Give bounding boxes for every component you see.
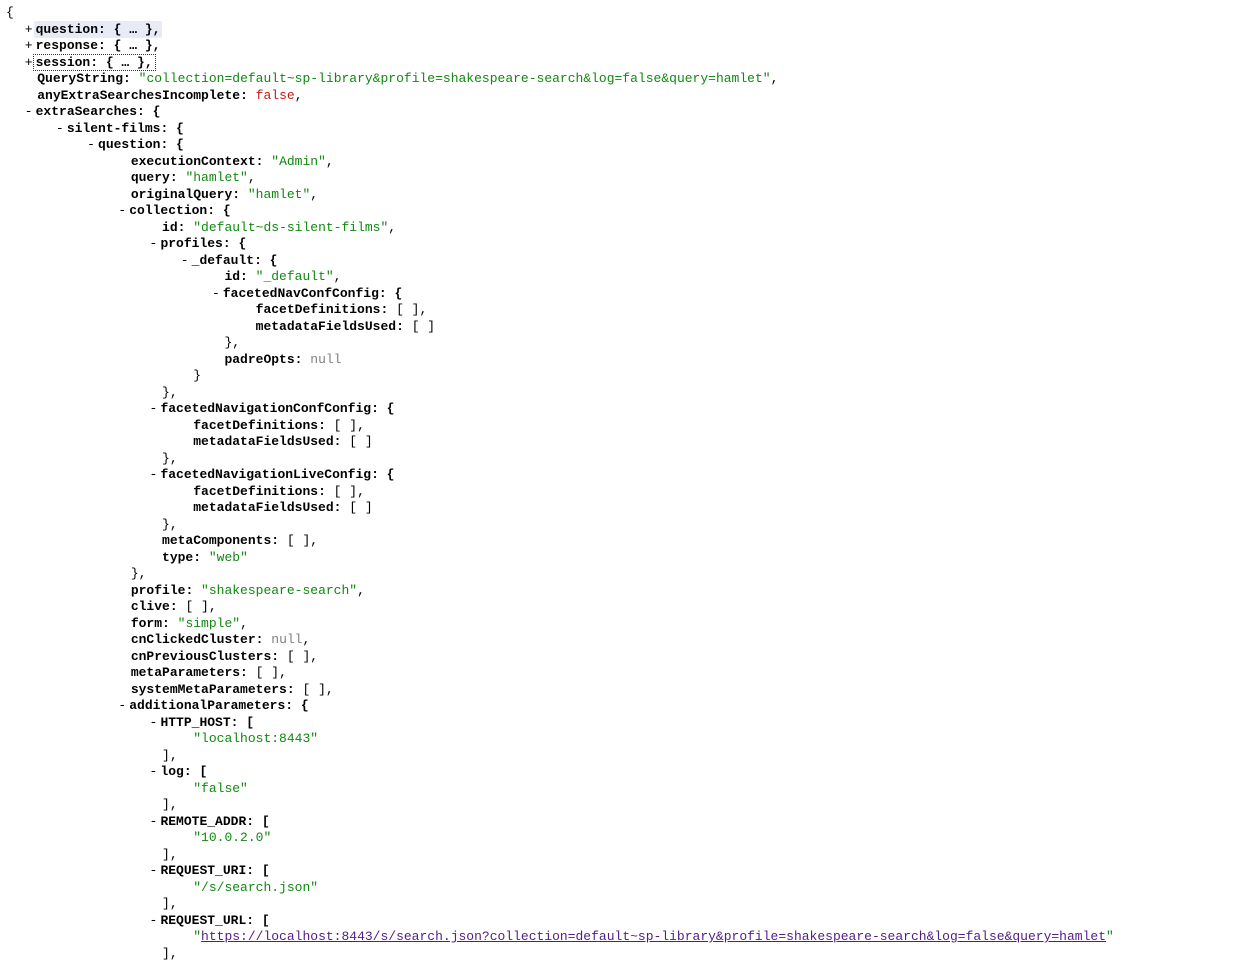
close-brace: }, — [162, 450, 178, 466]
prop-systemmetaparameters: systemMetaParameters: [ ], — [130, 681, 334, 697]
collapse-icon[interactable]: - — [149, 401, 158, 416]
collapse-icon[interactable]: - — [149, 236, 158, 251]
node-remote-addr[interactable]: -REMOTE_ADDR: [ — [6, 814, 1257, 831]
collapse-icon[interactable]: - — [149, 912, 158, 928]
prop-type: type: "web" — [162, 549, 248, 565]
root-open-brace: { — [6, 5, 14, 20]
prop-metacomponents: metaComponents: [ ], — [162, 533, 319, 548]
expand-icon[interactable]: + — [24, 38, 33, 53]
close-bracket: ], — [162, 747, 178, 763]
key-response: response — [35, 38, 99, 53]
value-remote-addr: "10.0.2.0" — [193, 830, 272, 845]
close-brace: }, — [162, 384, 178, 400]
node-facetednavconfconfig[interactable]: -facetedNavConfConfig: { — [6, 286, 1257, 303]
prop-executioncontext: executionContext: "Admin", — [130, 153, 334, 169]
close-bracket: ], — [162, 896, 178, 911]
collapse-icon[interactable]: - — [211, 285, 220, 301]
prop-facetdefinitions: facetDefinitions: [ ], — [255, 302, 428, 317]
close-bracket: ], — [162, 797, 178, 812]
node-request-url[interactable]: -REQUEST_URL: [ — [6, 913, 1257, 930]
close-brace: }, — [224, 335, 241, 350]
close-brace: } — [193, 368, 202, 383]
prop-form: form: "simple", — [130, 615, 248, 631]
node-profiles[interactable]: -profiles: { — [6, 236, 1257, 253]
prop-padreopts: padreOpts: null — [224, 351, 342, 367]
prop-profile: profile: "shakespeare-search", — [130, 582, 365, 598]
node-additionalparameters[interactable]: -additionalParameters: { — [6, 698, 1257, 715]
prop-originalquery: originalQuery: "hamlet", — [130, 186, 319, 202]
node-extrasearches[interactable]: -extraSearches: { — [6, 104, 1257, 121]
collapse-icon[interactable]: - — [118, 698, 127, 713]
prop-facetdefinitions: facetDefinitions: [ ], — [193, 483, 365, 499]
close-bracket: ], — [162, 846, 178, 862]
prop-metaparameters: metaParameters: [ ], — [130, 665, 287, 680]
collapse-icon[interactable]: - — [149, 813, 158, 829]
prop-anyextrasearchesincomplete: anyExtraSearchesIncomplete: false, — [37, 87, 303, 103]
node-silent-films[interactable]: -silent-films: { — [6, 121, 1257, 138]
collapse-icon[interactable]: - — [149, 467, 158, 482]
value-request-url: "https://localhost:8443/s/search.json?co… — [193, 929, 1114, 944]
node-question-collapsed[interactable]: +question: { … }, — [6, 20, 1257, 39]
prop-cnpreviousclusters: cnPreviousClusters: [ ], — [130, 648, 319, 664]
key-question: question — [35, 21, 99, 37]
node-sf-question[interactable]: -question: { — [6, 137, 1257, 154]
node-collection[interactable]: -collection: { — [6, 203, 1257, 220]
prop-collection-id: id: "default~ds-silent-films", — [162, 219, 397, 235]
node-log[interactable]: -log: [ — [6, 764, 1257, 781]
collapse-icon[interactable]: - — [87, 137, 95, 152]
prop-metadatafieldsused: metadataFieldsUsed: [ ] — [193, 434, 373, 449]
expand-icon[interactable]: + — [24, 21, 33, 37]
expand-icon[interactable]: + — [24, 54, 33, 70]
prop-clive: clive: [ ], — [130, 599, 217, 614]
prop-query: query: "hamlet", — [130, 170, 256, 185]
close-brace: }, — [162, 516, 178, 532]
collapse-icon[interactable]: - — [55, 120, 64, 136]
node-request-uri[interactable]: -REQUEST_URI: [ — [6, 863, 1257, 880]
prop-metadatafieldsused: metadataFieldsUsed: [ ] — [255, 318, 436, 334]
key-session: session — [35, 54, 91, 70]
node-facetednavigationconfconfig[interactable]: -facetedNavigationConfConfig: { — [6, 401, 1257, 418]
collapse-icon[interactable]: - — [118, 203, 127, 218]
node-session-collapsed[interactable]: +session: { … }, — [6, 53, 1257, 72]
value-request-uri: "/s/search.json" — [193, 879, 319, 895]
node-response-collapsed[interactable]: +response: { … }, — [6, 38, 1257, 55]
collapse-icon[interactable]: - — [24, 104, 33, 119]
value-log: "false" — [193, 780, 248, 796]
prop-metadatafieldsused: metadataFieldsUsed: [ ] — [193, 500, 373, 515]
node-default-profile[interactable]: -_default: { — [6, 253, 1257, 270]
prop-facetdefinitions: facetDefinitions: [ ], — [193, 417, 365, 433]
request-url-link[interactable]: https://localhost:8443/s/search.json?col… — [201, 929, 1106, 944]
close-bracket: ], — [162, 945, 178, 961]
prop-default-id: id: "_default", — [224, 269, 342, 284]
node-facetednavigationliveconfig[interactable]: -facetedNavigationLiveConfig: { — [6, 467, 1257, 484]
collapse-icon[interactable]: - — [149, 714, 158, 730]
collapse-icon[interactable]: - — [149, 863, 158, 878]
prop-cnclickedcluster: cnClickedCluster: null, — [130, 632, 311, 647]
close-brace: }, — [130, 566, 147, 581]
collapse-icon[interactable]: - — [180, 252, 189, 268]
node-http-host[interactable]: -HTTP_HOST: [ — [6, 715, 1257, 732]
collapse-icon[interactable]: - — [149, 764, 158, 779]
prop-querystring: QueryString: "collection=default~sp-libr… — [37, 71, 779, 86]
value-http-host: "localhost:8443" — [193, 731, 319, 746]
